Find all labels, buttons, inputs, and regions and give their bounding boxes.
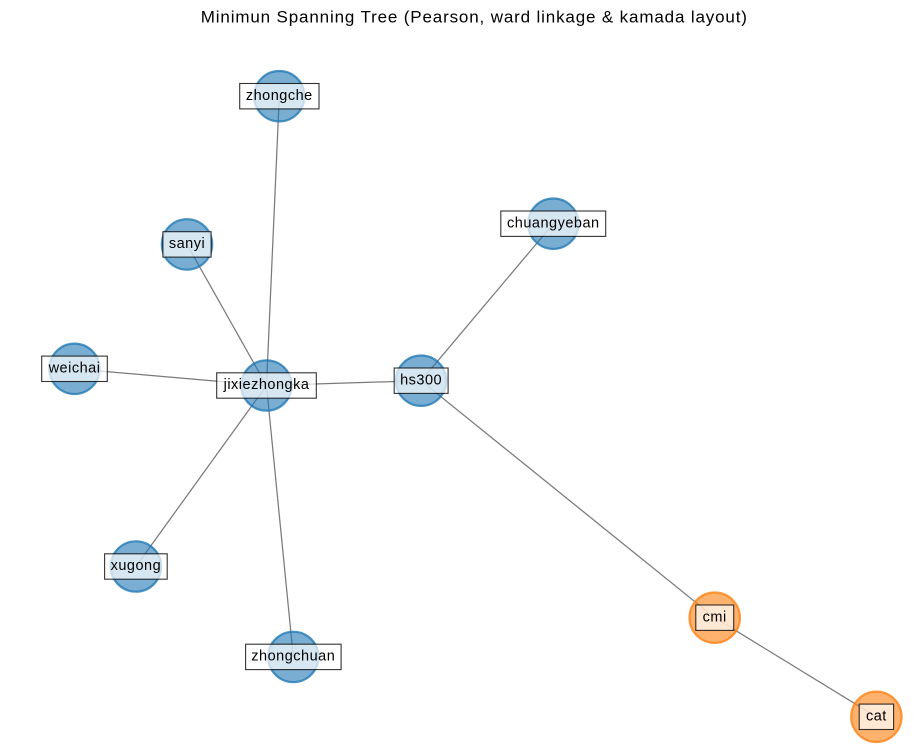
svg-text:xugong: xugong: [111, 558, 162, 574]
svg-text:sanyi: sanyi: [169, 236, 205, 252]
svg-text:hs300: hs300: [400, 372, 442, 388]
svg-text:zhongche: zhongche: [246, 88, 313, 104]
svg-text:zhongchuan: zhongchuan: [251, 649, 335, 665]
svg-text:jixiezhongka: jixiezhongka: [223, 377, 310, 393]
svg-text:cmi: cmi: [703, 609, 727, 625]
svg-text:chuangyeban: chuangyeban: [507, 215, 600, 231]
svg-text:Minimun Spanning Tree (Pearson: Minimun Spanning Tree (Pearson, ward lin…: [201, 8, 748, 27]
svg-text:cat: cat: [866, 709, 887, 725]
svg-text:weichai: weichai: [48, 361, 101, 377]
